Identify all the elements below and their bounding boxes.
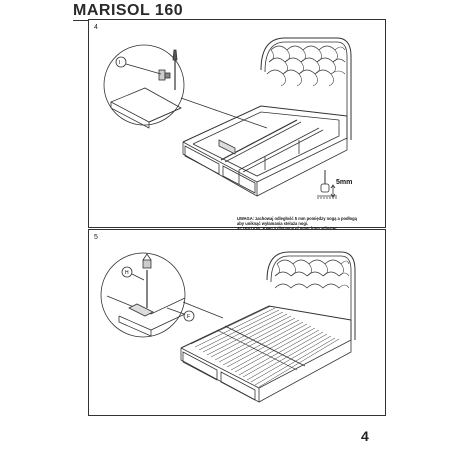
step-5-illustration (100, 251, 356, 403)
callout-f-circle (183, 310, 195, 322)
warning-line-1: UWAGA: zachowaj odległość 5 mm pomiędzy … (237, 216, 357, 221)
dimension-5mm-label: 5mm (336, 179, 353, 186)
warning-line-2: aby uniknąć wyłamania stelaża nogi. (237, 221, 309, 226)
warning-line-3: ATTENTION: Keep a distance of 5mm from a… (237, 226, 383, 231)
page-title: MARISOL 160 (73, 2, 184, 19)
callout-i-circle (115, 56, 127, 68)
callout-h-circle (121, 266, 133, 278)
step-5-number: 5 (94, 234, 98, 241)
step-4-illustration (103, 37, 352, 199)
step-4-number: 4 (94, 24, 98, 31)
detail-magnifier-circle-5 (100, 252, 186, 338)
step-5-panel: 5 (88, 229, 386, 416)
step-4-panel: 4 (88, 19, 386, 236)
page-number: 4 (361, 428, 369, 444)
detail-magnifier-circle (103, 44, 185, 126)
